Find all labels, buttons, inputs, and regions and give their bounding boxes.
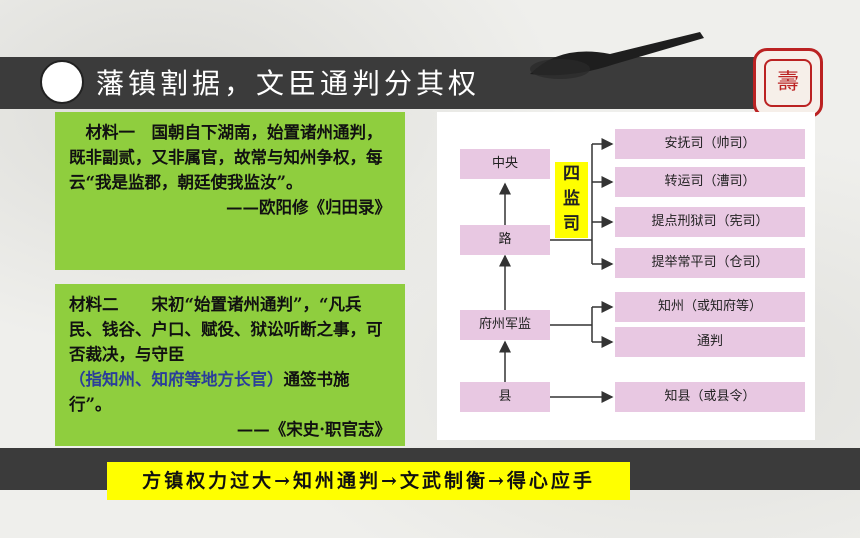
slide-title: 藩镇割据，文臣通判分其权 bbox=[96, 67, 481, 100]
node-tidianxingyusi: 提点刑狱司（宪司） bbox=[615, 207, 805, 237]
four-supervisors-label: 四监司 bbox=[555, 162, 588, 238]
node-tongpan: 通判 bbox=[615, 327, 805, 357]
node-county: 县 bbox=[460, 382, 550, 412]
seal-glyph: 壽 bbox=[764, 59, 812, 107]
material-2-source: ——《宋史·职官志》 bbox=[236, 420, 391, 439]
diagram-connectors bbox=[499, 138, 614, 403]
material-1-box: 材料一 国朝自下湖南，始置诸州通判，既非副贰，又非属官，故常与知州争权，每云“我… bbox=[55, 112, 405, 270]
material-2-text: 材料二 宋初“始置诸州通判”，“凡兵民、钱谷、户口、赋役、狱讼听断之事，可否裁决… bbox=[69, 292, 391, 417]
node-fuzhou: 府州军监 bbox=[460, 310, 550, 340]
node-zhixian: 知县（或县令） bbox=[615, 382, 805, 412]
brush-icon bbox=[530, 32, 704, 79]
material-2-text-a: 材料二 宋初“始置诸州通判”，“凡兵民、钱谷、户口、赋役、狱讼听断之事，可否裁决… bbox=[69, 295, 383, 364]
node-zhizhou: 知州（或知府等） bbox=[615, 292, 805, 322]
material-1-text: 材料一 国朝自下湖南，始置诸州通判，既非副贰，又非属官，故常与知州争权，每云“我… bbox=[69, 123, 383, 192]
org-diagram: 中央 路 府州军监 县 四监司 安抚司（帅司） 转运司（漕司） 提点刑狱司（宪司… bbox=[437, 112, 815, 440]
material-2-note: （指知州、知府等地方长官） bbox=[69, 370, 284, 389]
seal-icon: 壽 bbox=[753, 48, 823, 118]
circle-icon bbox=[40, 60, 84, 104]
node-central: 中央 bbox=[460, 149, 550, 179]
node-anfusi: 安抚司（帅司） bbox=[615, 129, 805, 159]
material-1-source: ——欧阳修《归田录》 bbox=[226, 198, 391, 217]
material-2-box: 材料二 宋初“始置诸州通判”，“凡兵民、钱谷、户口、赋役、狱讼听断之事，可否裁决… bbox=[55, 284, 405, 446]
node-zhuanyunsi: 转运司（漕司） bbox=[615, 167, 805, 197]
title-bar bbox=[0, 57, 755, 109]
summary-banner: 方镇权力过大→知州通判→文武制衡→得心应手 bbox=[107, 462, 630, 500]
material-2-text-b: 通签书施行”。 bbox=[69, 370, 350, 414]
node-tijuchangpingsi: 提举常平司（仓司） bbox=[615, 248, 805, 278]
node-lu: 路 bbox=[460, 225, 550, 255]
